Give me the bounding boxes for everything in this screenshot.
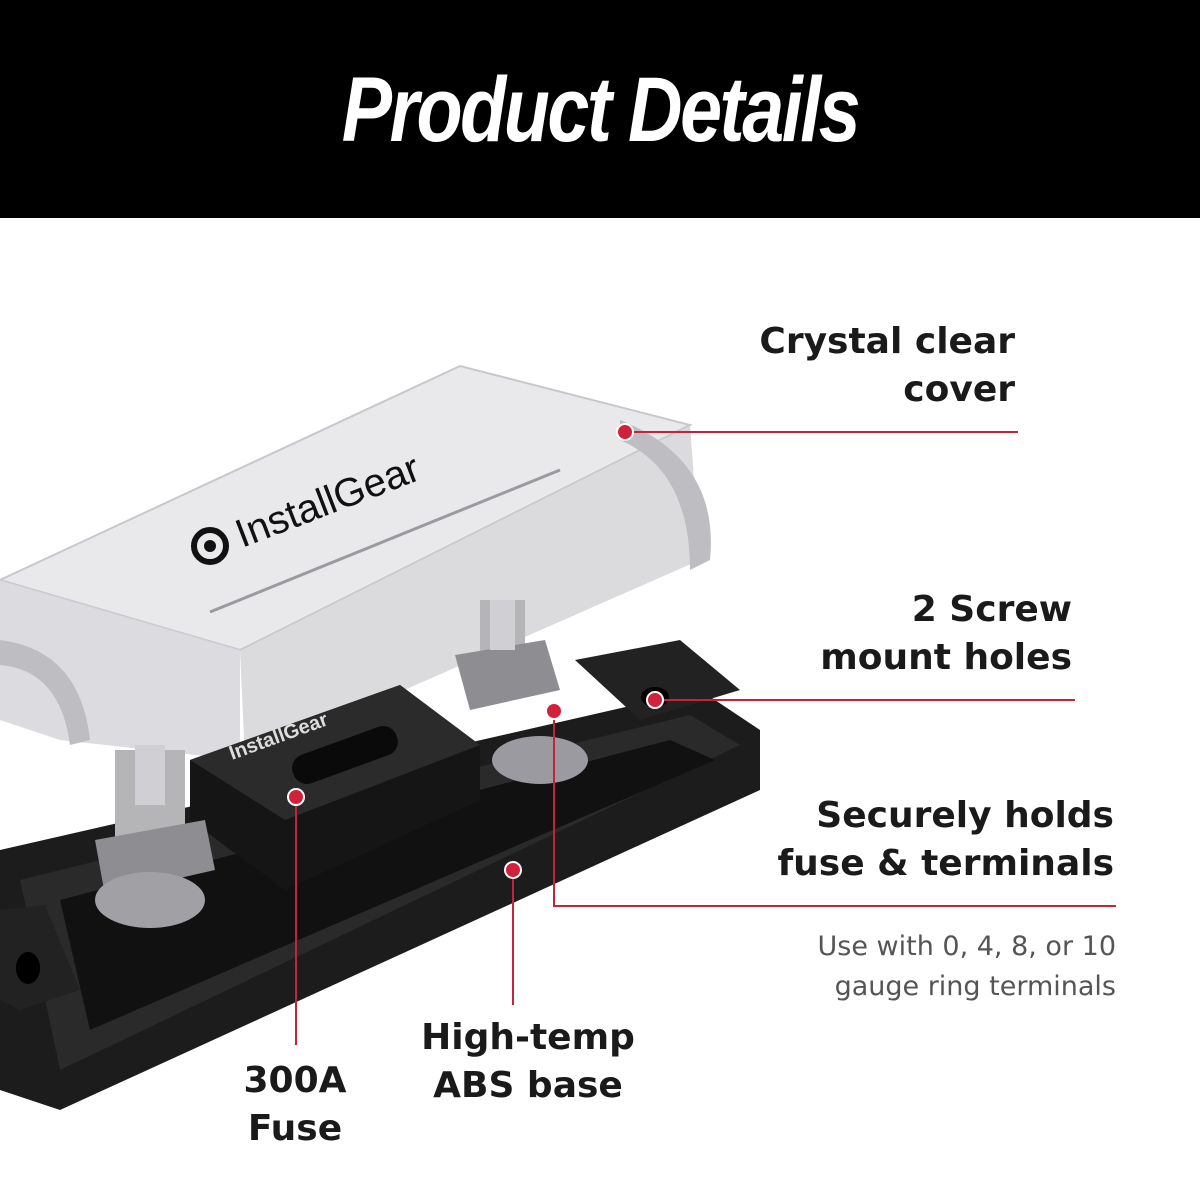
mount-leader-dot (646, 691, 664, 709)
mount-label-line1: 2 Screw (911, 589, 1072, 630)
fuse-label-line1: 300A (243, 1060, 347, 1101)
secure-label: Securely holds fuse & terminals (777, 792, 1114, 888)
header-banner: Product Details (0, 0, 1200, 218)
base-label: High-temp ABS base (400, 1014, 656, 1110)
mount-label: 2 Screw mount holes (820, 586, 1072, 682)
terminal-note-line2: gauge ring terminals (834, 971, 1116, 1002)
right-stud (455, 600, 588, 784)
secure-leader-horizontal (553, 905, 1116, 907)
cover-label-line2: cover (903, 369, 1015, 410)
cover-label: Crystal clear cover (759, 318, 1015, 414)
secure-label-line2: fuse & terminals (777, 843, 1114, 884)
secure-label-line1: Securely holds (816, 795, 1114, 836)
fuse-holder-illustration: InstallGear InstallGear (0, 364, 760, 1110)
cover-leader-line (625, 431, 1018, 433)
fuse-leader-line (295, 797, 297, 1045)
base-label-line2: ABS base (433, 1065, 623, 1106)
base-leader-line (512, 870, 514, 1005)
base-leader-dot (504, 861, 522, 879)
base-label-line1: High-temp (421, 1017, 635, 1058)
left-stud (95, 745, 215, 928)
mount-leader-line (655, 699, 1075, 701)
secure-leader-vertical (553, 711, 555, 906)
terminal-note-line1: Use with 0, 4, 8, or 10 (817, 931, 1116, 962)
cover-label-line1: Crystal clear (759, 321, 1015, 362)
mount-hole-left (16, 952, 40, 984)
mount-label-line2: mount holes (820, 637, 1072, 678)
installgear-logo-icon (191, 527, 229, 565)
fuse-leader-dot (287, 788, 305, 806)
page-title: Product Details (341, 59, 861, 161)
fuse-label-line2: Fuse (247, 1108, 343, 1149)
terminal-note: Use with 0, 4, 8, or 10 gauge ring termi… (818, 927, 1116, 1007)
clear-cover-front (0, 580, 240, 760)
mount-tab-left (0, 905, 80, 1010)
cover-leader-dot (616, 423, 634, 441)
fuse-label: 300A Fuse (225, 1057, 365, 1153)
secure-leader-dot (545, 702, 563, 720)
